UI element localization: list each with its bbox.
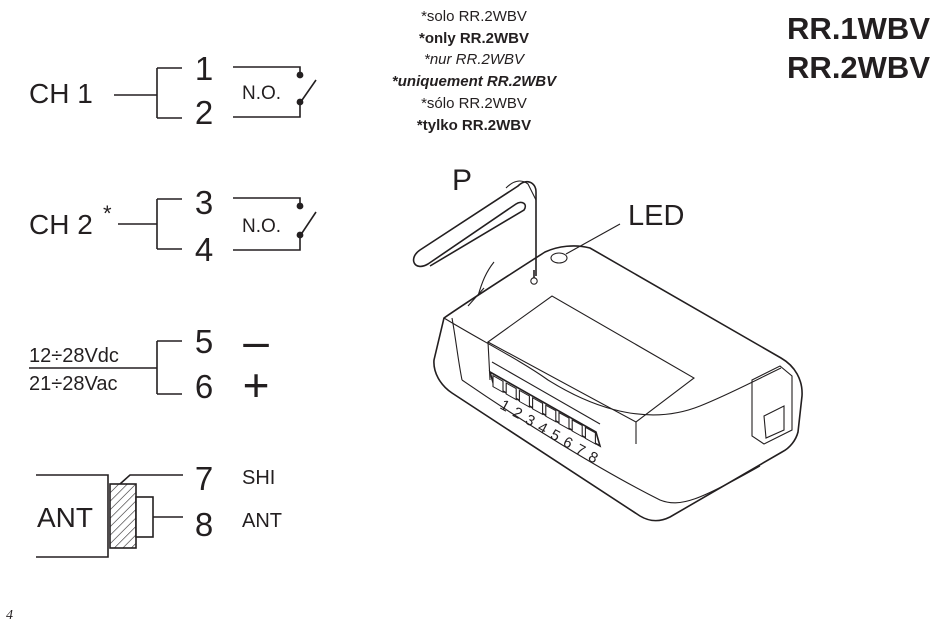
note-german: *nur RR.2WBV xyxy=(424,51,526,68)
note-polish: *tylko RR.2WBV xyxy=(417,117,531,134)
screw-terminal-6 xyxy=(558,411,570,431)
screw-terminal-2 xyxy=(505,382,517,401)
board-number-3: 3 xyxy=(522,411,537,430)
contact-no-2: N.O. xyxy=(242,216,281,237)
screw-terminals xyxy=(492,374,596,445)
cable-shield-icon xyxy=(109,483,137,549)
terminal-3: 3 xyxy=(195,184,213,221)
board-number-6: 6 xyxy=(560,434,575,453)
channel-2-wiring: CH 2 * 3 4 N.O. xyxy=(29,184,317,268)
cable-core-icon xyxy=(135,496,154,538)
minus-sign: – xyxy=(243,315,269,367)
terminal-5: 5 xyxy=(195,323,213,360)
terminal-8: 8 xyxy=(195,506,213,543)
board-number-7: 7 xyxy=(573,441,588,460)
terminal-7: 7 xyxy=(195,460,213,497)
page-number: 4 xyxy=(6,608,13,622)
button-p-label: P xyxy=(452,164,472,197)
power-dc-label: 12÷28Vdc xyxy=(29,345,119,367)
led-indicator-icon xyxy=(550,252,568,264)
shield-label: SHI xyxy=(242,467,275,489)
note-french: *uniquement RR.2WBV xyxy=(392,73,558,90)
screw-terminal-8 xyxy=(584,426,596,445)
screw-terminal-4 xyxy=(532,396,544,416)
terminal-6: 6 xyxy=(195,368,213,405)
antenna-terminal-label: ANT xyxy=(242,510,282,532)
channel-1-label: CH 1 xyxy=(29,78,93,109)
model-name-2: RR.2WBV xyxy=(787,50,930,85)
screw-terminal-1 xyxy=(492,374,504,394)
channel-1-wiring: CH 1 1 2 N.O. xyxy=(29,50,317,131)
board-number-5: 5 xyxy=(548,426,563,445)
note-spanish: *sólo RR.2WBV xyxy=(421,95,527,112)
board-number-8: 8 xyxy=(585,448,600,467)
led-label: LED xyxy=(628,200,684,232)
paperclip-icon xyxy=(412,180,537,276)
power-ac-label: 21÷28Vac xyxy=(29,373,117,395)
button-pin-icon xyxy=(530,277,538,285)
note-english: *only RR.2WBV xyxy=(419,30,529,47)
terminal-4: 4 xyxy=(195,231,213,268)
plus-sign: + xyxy=(243,359,270,411)
screw-terminal-3 xyxy=(518,389,530,408)
antenna-wiring: ANT 7 8 SHI ANT xyxy=(36,460,282,558)
note-italian: *solo RR.2WBV xyxy=(421,8,527,25)
channel-2-label: CH 2 xyxy=(29,209,93,240)
power-supply-wiring: 12÷28Vdc 21÷28Vac 5 6 – + xyxy=(29,315,269,411)
contact-no-1: N.O. xyxy=(242,83,281,104)
screw-terminal-7 xyxy=(571,419,583,438)
model-name-1: RR.1WBV xyxy=(787,11,930,46)
channel-2-asterisk: * xyxy=(103,201,112,226)
board-number-4: 4 xyxy=(535,419,550,438)
terminal-1: 1 xyxy=(195,50,213,87)
terminal-2: 2 xyxy=(195,94,213,131)
antenna-cable-label: ANT xyxy=(37,502,93,533)
screw-terminal-5 xyxy=(545,404,557,423)
